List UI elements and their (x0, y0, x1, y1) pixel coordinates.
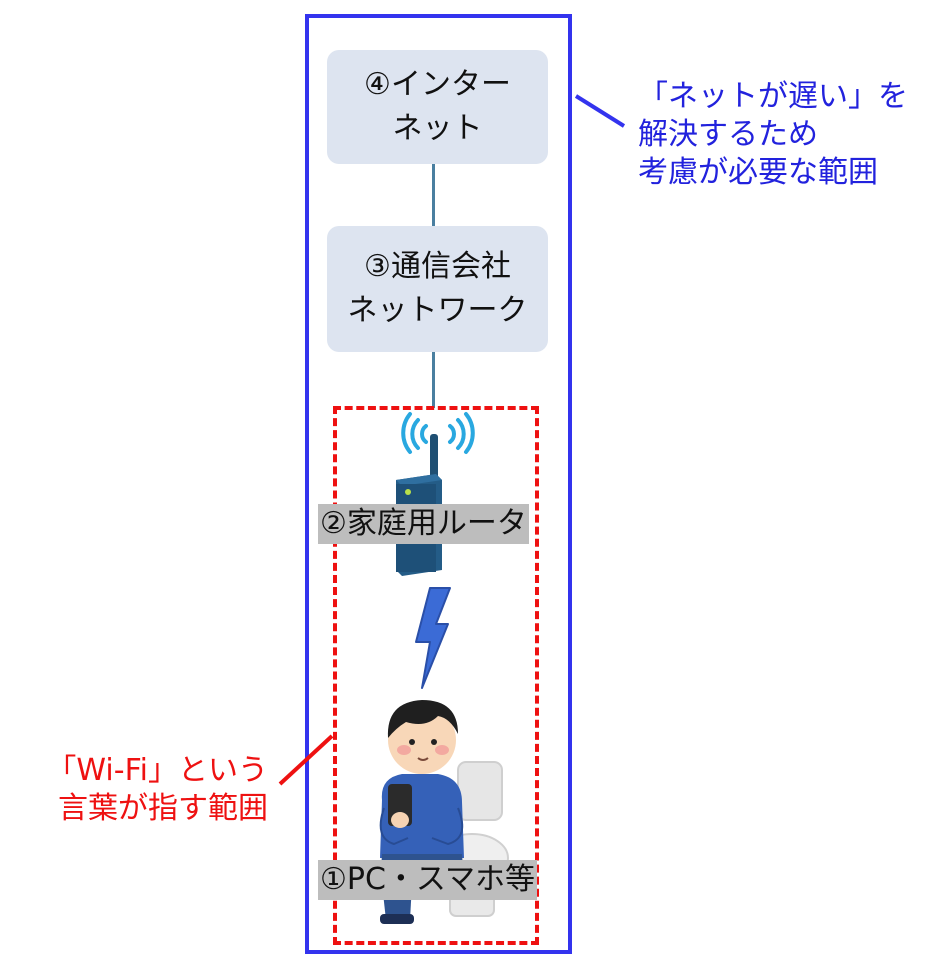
node-internet-line2: ネット (392, 111, 483, 146)
node-router-label: ②家庭用ルータ (318, 504, 529, 544)
node-internet: ④インター ネット (327, 50, 548, 164)
blue-annotation-line1: 「ネットが遅い」を (638, 79, 908, 114)
node-carrier-network: ③通信会社 ネットワーク (327, 226, 548, 352)
node-carrier-line1: ③通信会社 (364, 249, 511, 284)
connector-carrier-router (432, 352, 435, 408)
blue-annotation-line3: 考慮が必要な範囲 (638, 155, 878, 190)
blue-scope-annotation: 「ネットが遅い」を 解決するため 考慮が必要な範囲 (638, 78, 908, 192)
internet-scope-box (305, 14, 572, 954)
node-carrier-line2: ネットワーク (347, 293, 528, 328)
connector-internet-carrier (432, 164, 435, 226)
red-annotation-line2: 言葉が指す範囲 (58, 791, 268, 826)
red-scope-annotation: 「Wi-Fi」という 言葉が指す範囲 (10, 752, 268, 828)
lightning-bolt-icon (415, 587, 451, 689)
red-annotation-line1: 「Wi-Fi」という (46, 753, 268, 788)
wifi-signal-icon (401, 412, 475, 454)
node-device-label: ①PC・スマホ等 (318, 860, 538, 900)
node-internet-line1: ④インター (364, 67, 511, 102)
blue-annotation-line2: 解決するため (638, 117, 818, 152)
wifi-scope-box (333, 406, 539, 945)
